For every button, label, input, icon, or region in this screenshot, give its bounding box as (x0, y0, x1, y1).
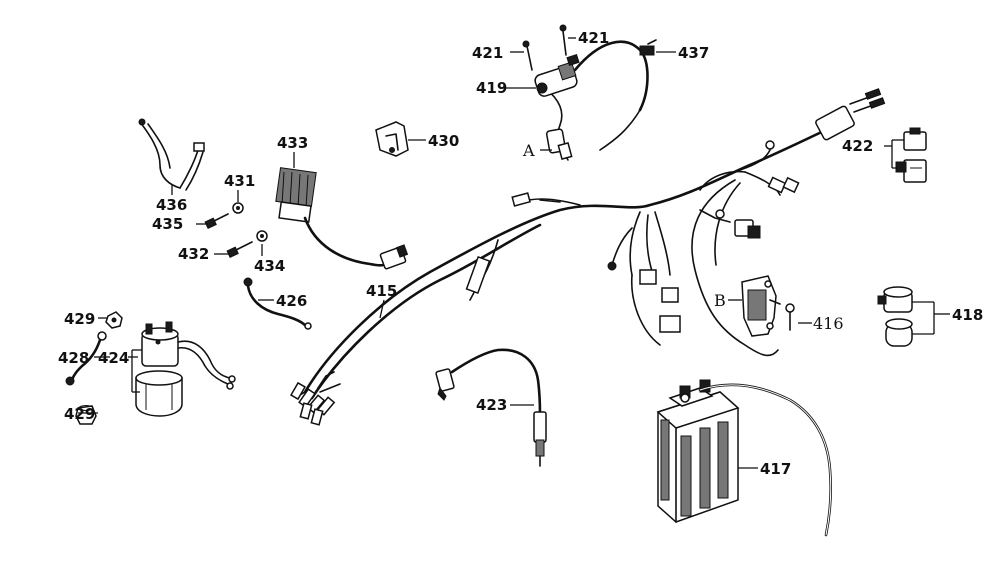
label-429-upper: 429 (64, 310, 95, 328)
cable-426 (243, 277, 312, 330)
screw-416 (785, 303, 795, 331)
label-429-lower: 429 (64, 405, 95, 423)
bracket-430 (375, 121, 409, 157)
label-415: 415 (366, 282, 397, 300)
part-labels: 421 421 419 437 A 430 433 436 431 435 43… (58, 29, 983, 478)
label-434: 434 (254, 257, 285, 275)
regulator-433 (275, 167, 409, 270)
label-connector-B: B (714, 291, 726, 310)
wiring-harness-415 (290, 88, 886, 426)
screw-421-right (559, 24, 567, 56)
cable-428 (65, 331, 107, 386)
upper-cable-assembly (522, 24, 657, 161)
label-418: 418 (952, 306, 983, 324)
clamp-437 (639, 39, 657, 56)
leader-lines (78, 37, 950, 469)
label-424: 424 (98, 349, 129, 367)
relays-418 (877, 286, 913, 347)
bracket-B (741, 275, 781, 337)
label-432: 432 (178, 245, 209, 263)
nut-429-upper (105, 311, 123, 329)
bolt-435 (204, 213, 229, 229)
sensor-cable-423 (435, 348, 547, 467)
label-421-left: 421 (472, 44, 503, 62)
label-428: 428 (58, 349, 89, 367)
label-421-right: 421 (578, 29, 609, 47)
harness-socket (815, 88, 886, 141)
label-419: 419 (476, 79, 507, 97)
label-423: 423 (476, 396, 507, 414)
label-417: 417 (760, 460, 791, 478)
label-431: 431 (224, 172, 255, 190)
label-connector-A: A (522, 141, 535, 160)
wire-436 (138, 118, 205, 191)
label-422: 422 (842, 137, 873, 155)
bolt-432 (226, 241, 253, 258)
nut-429-lower (75, 405, 97, 425)
label-430: 430 (428, 132, 459, 150)
battery-417 (656, 379, 833, 537)
label-433: 433 (277, 134, 308, 152)
starter-relay-424 (135, 321, 236, 417)
screw-421-left (522, 40, 533, 71)
label-436: 436 (156, 196, 187, 214)
harness-connectors (290, 371, 341, 426)
switch-419 (534, 54, 580, 97)
label-435: 435 (152, 215, 183, 233)
label-426: 426 (276, 292, 307, 310)
connectors-422 (895, 127, 927, 183)
label-416: 416 (813, 314, 844, 333)
label-437: 437 (678, 44, 709, 62)
